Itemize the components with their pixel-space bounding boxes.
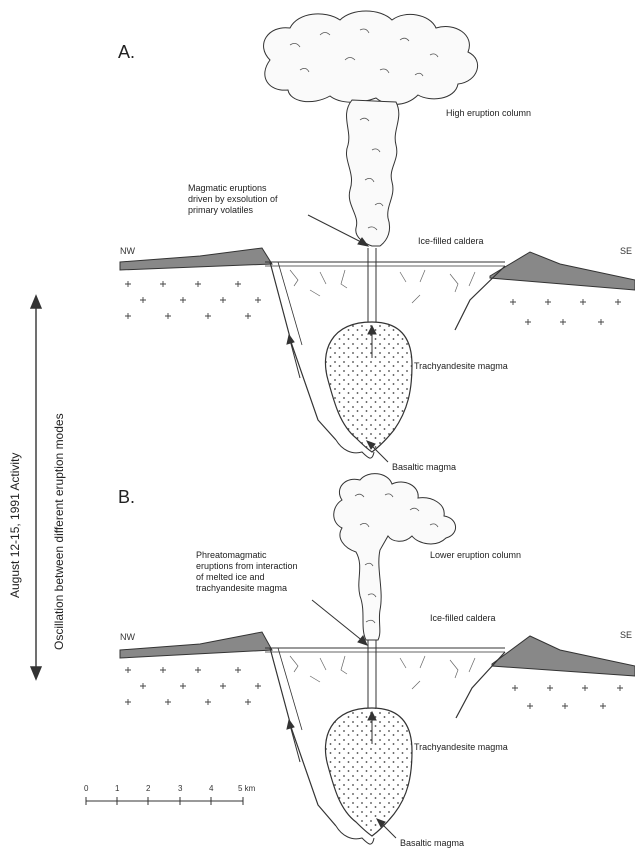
high-eruption-cloud — [264, 11, 478, 246]
scale-tick-2: 2 — [146, 784, 150, 793]
scale-tick-0: 0 — [84, 784, 88, 793]
panel-b-column-label: Lower eruption column — [430, 550, 521, 561]
panel-a-vent-label: Magmatic eruptions driven by exsolution … — [188, 183, 278, 216]
nw-flank-b — [120, 632, 272, 658]
nw-flank-a — [120, 248, 272, 270]
panel-b-letter: B. — [118, 487, 135, 508]
se-flank-a — [490, 252, 635, 290]
panel-a-east-label: SE — [620, 246, 632, 256]
panel-b-diagram — [120, 474, 635, 844]
conduit-a — [368, 248, 376, 322]
period-label: August 12-15, 1991 Activity — [8, 453, 22, 598]
panel-a-west-label: NW — [120, 246, 135, 256]
trachyandesite-chamber-b — [325, 708, 412, 836]
time-double-arrow — [31, 296, 41, 679]
scale-tick-5: 5 km — [238, 784, 255, 793]
panel-a-letter: A. — [118, 42, 135, 63]
crust-symbols-b — [125, 667, 623, 709]
ice-texture-b — [290, 656, 475, 689]
scale-tick-1: 1 — [115, 784, 119, 793]
panel-b-magma-label: Trachyandesite magma — [414, 742, 508, 753]
se-flank-b — [492, 636, 635, 676]
panel-a-magma-label: Trachyandesite magma — [414, 361, 508, 372]
panel-b-vent-label: Phreatomagmatic eruptions from interacti… — [196, 550, 298, 594]
panel-a-diagram — [120, 11, 635, 462]
crust-symbols-a — [125, 281, 621, 325]
panel-a-basalt-label: Basaltic magma — [392, 462, 456, 473]
panel-b-caldera-label: Ice-filled caldera — [430, 613, 496, 624]
panel-b-basalt-label: Basaltic magma — [400, 838, 464, 849]
panel-b-east-label: SE — [620, 630, 632, 640]
panel-a-caldera-label: Ice-filled caldera — [418, 236, 484, 247]
scale-tick-3: 3 — [178, 784, 182, 793]
ice-texture-a — [290, 270, 475, 303]
scale-tick-4: 4 — [209, 784, 213, 793]
eruption-mode-label: Oscillation between different eruption m… — [52, 413, 66, 650]
panel-b-west-label: NW — [120, 632, 135, 642]
scale-bar — [86, 797, 243, 805]
panel-a-column-label: High eruption column — [446, 108, 531, 119]
trachyandesite-chamber-a — [325, 322, 412, 452]
conduit-b — [368, 640, 376, 708]
